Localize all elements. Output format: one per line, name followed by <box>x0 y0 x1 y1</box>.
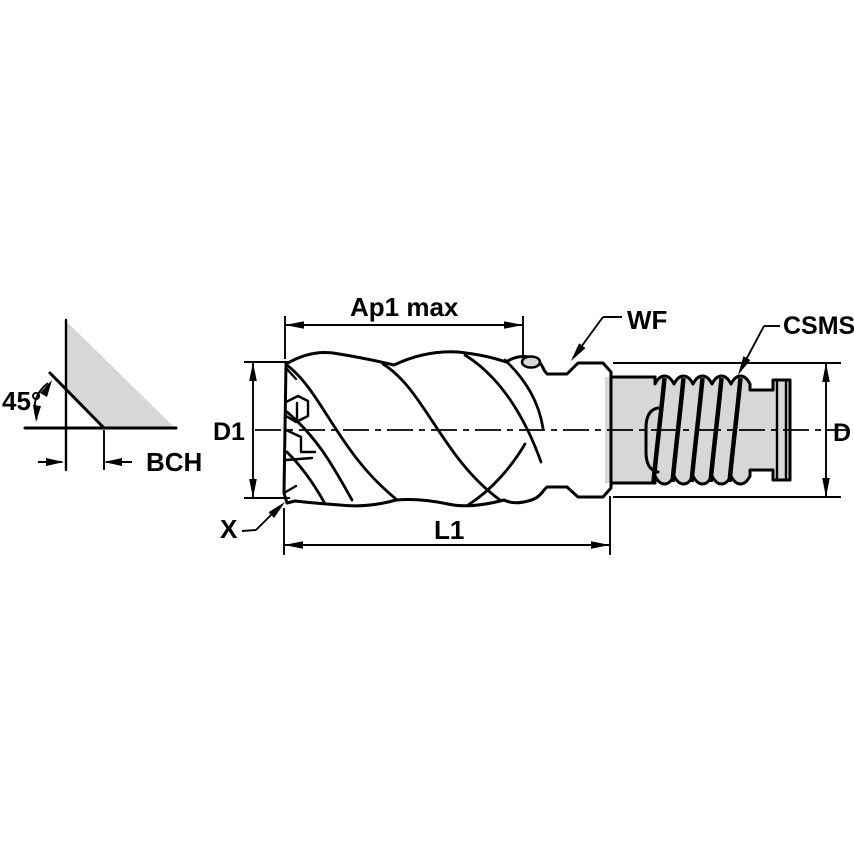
end-face-gash-line <box>284 366 298 381</box>
csms-label: CSMS <box>783 312 854 340</box>
flute-section <box>282 350 613 508</box>
ap1-arrow-right <box>504 321 523 329</box>
flute-end-lobe <box>520 355 542 369</box>
thread-runout-groove <box>644 406 660 474</box>
dimension-l1: L1 <box>283 496 611 555</box>
l1-arrow-left <box>284 541 303 549</box>
label-wf: WF <box>571 305 667 361</box>
label-x: X <box>220 502 285 544</box>
x-leader-bar <box>241 529 257 532</box>
l1-label: L1 <box>434 515 464 545</box>
thread-crest-line <box>727 377 743 483</box>
flute-curve <box>463 353 543 464</box>
end-face-step-line <box>284 456 314 462</box>
end-face-notch-lower <box>284 428 317 454</box>
d-label: D <box>833 419 851 447</box>
bch-arrow-right <box>104 458 122 466</box>
angle-arc-arrow-top <box>40 380 52 397</box>
d1-arrow-bottom <box>249 479 257 498</box>
wf-label: WF <box>627 305 667 335</box>
x-label: X <box>220 514 238 544</box>
l1-arrow-right <box>591 541 610 549</box>
flute-curve <box>286 364 398 501</box>
d1-arrow-top <box>249 362 257 381</box>
chamfer-detail-view: 45° BCH <box>2 318 202 477</box>
bch-label: BCH <box>146 447 202 477</box>
detail-chamfer-line <box>48 371 106 430</box>
wf-leader-arrow <box>571 343 586 361</box>
thread-crest-line <box>670 377 686 483</box>
flute-curve <box>503 358 545 430</box>
d-arrow-bottom <box>822 478 830 497</box>
csms-leader-arrow <box>738 356 751 375</box>
ap1-arrow-left <box>285 321 304 329</box>
end-face-corner-gash <box>282 484 298 495</box>
flute-curve <box>285 450 326 504</box>
dimension-d1: D1 <box>213 361 290 499</box>
x-leader-arrow <box>268 502 285 518</box>
end-mill-main-view <box>255 350 847 508</box>
label-csms: CSMS <box>738 312 854 375</box>
angle-label: 45° <box>2 386 41 416</box>
angle-arc-arrow-bottom <box>33 405 41 422</box>
end-face-notch <box>284 394 310 424</box>
flute-curve <box>381 362 502 502</box>
d-arrow-top <box>822 363 830 382</box>
d1-label: D1 <box>213 418 245 446</box>
dimension-d: D <box>613 362 851 498</box>
bch-arrow-left <box>46 458 64 466</box>
ap1-label: Ap1 max <box>350 292 459 322</box>
chamfer-detail-body <box>67 322 175 428</box>
flute-body <box>282 350 613 508</box>
dimension-ap1: Ap1 max <box>284 292 524 359</box>
flute-curve <box>466 442 527 507</box>
